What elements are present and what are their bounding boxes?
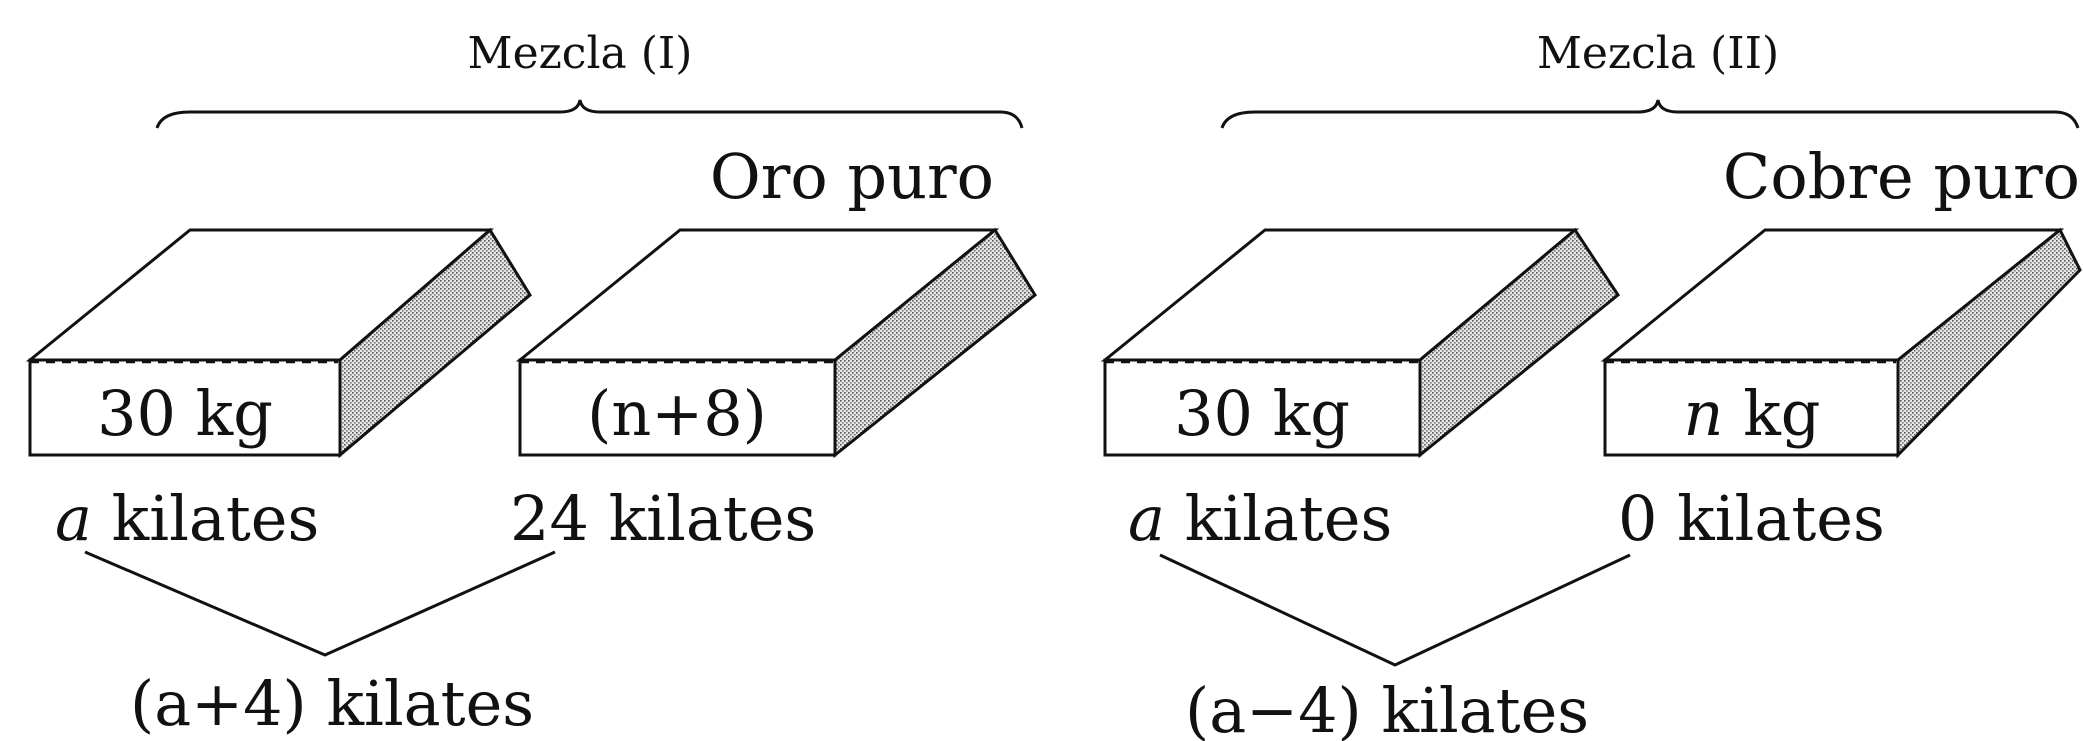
- block-1b-mass: (n+8): [587, 377, 767, 450]
- mixture-1-result-unit: kilates: [307, 667, 534, 740]
- block-2b-mass-var: n: [1684, 377, 1724, 450]
- block-2a-purity-var: a: [1128, 482, 1165, 555]
- block-1b: (n+8): [520, 230, 1035, 455]
- mixture-1-result-var: (a+4): [130, 667, 307, 740]
- mixture-1-label: Mezcla (I): [468, 28, 693, 79]
- block-2b-mass-unit: kg: [1723, 377, 1820, 450]
- mixture-2-group: Mezcla (II) Cobre puro 30 kg n kg a kila…: [1105, 28, 2080, 741]
- block-2b-purity: 0 kilates: [1618, 482, 1885, 555]
- mixture-1-result: (a+4) kilates: [130, 667, 534, 740]
- mixture-2-result-unit: kilates: [1362, 674, 1589, 741]
- block-2a: 30 kg: [1105, 230, 1618, 455]
- mixture-2-merge-lines: [1160, 555, 1630, 665]
- block-1b-purity: 24 kilates: [510, 482, 816, 555]
- mixture-2-label: Mezcla (II): [1537, 28, 1779, 79]
- mixture-2-brace: [1222, 100, 2078, 128]
- block-2a-purity: a kilates: [1128, 482, 1392, 555]
- block-1a-mass: 30 kg: [97, 377, 273, 450]
- mixture-1-group: Mezcla (I) Oro puro 30 kg (n+8) a kilate…: [30, 28, 1035, 740]
- mixture-2-top-label: Cobre puro: [1723, 140, 2080, 213]
- mixture-2-result: (a−4) kilates: [1185, 674, 1589, 741]
- block-2a-mass: 30 kg: [1174, 377, 1350, 450]
- mixture-2-result-var: (a−4): [1185, 674, 1362, 741]
- mixture-1-brace: [157, 100, 1022, 128]
- block-2b: n kg: [1605, 230, 2080, 455]
- mixture-1-merge-lines: [85, 552, 555, 655]
- block-2b-mass: n kg: [1684, 377, 1821, 450]
- block-1a: 30 kg: [30, 230, 530, 455]
- block-2a-purity-unit: kilates: [1165, 482, 1392, 555]
- mixture-1-top-label: Oro puro: [710, 140, 994, 213]
- block-1a-purity-var: a: [55, 482, 92, 555]
- block-1a-purity: a kilates: [55, 482, 319, 555]
- block-1a-purity-unit: kilates: [92, 482, 319, 555]
